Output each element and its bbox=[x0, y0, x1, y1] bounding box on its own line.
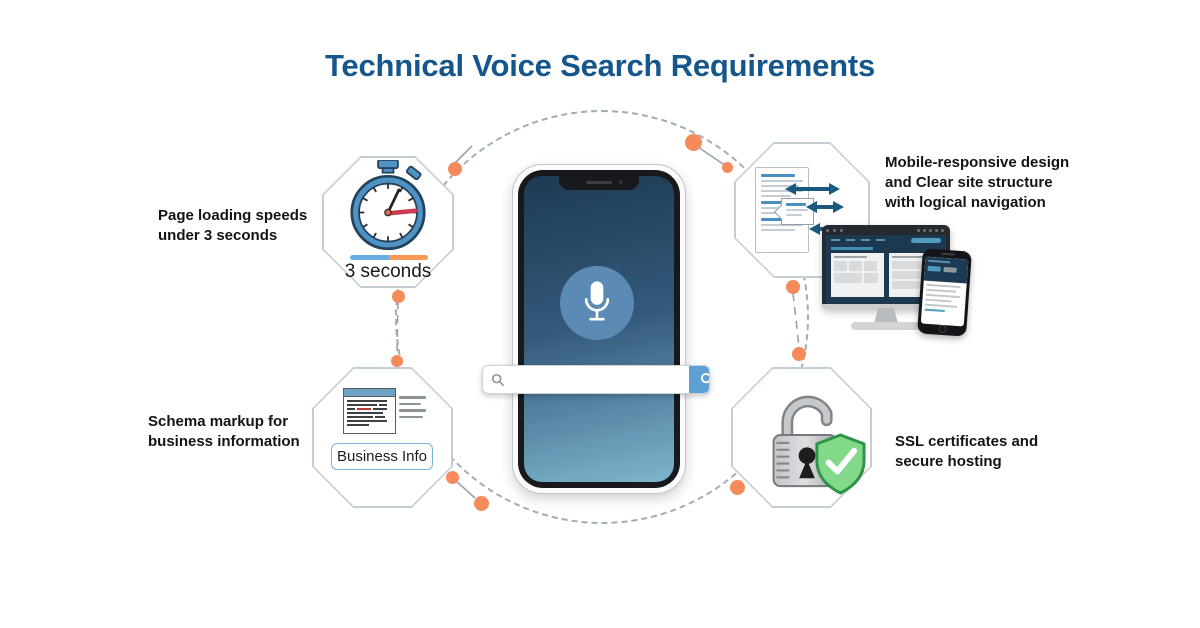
page-title: Technical Voice Search Requirements bbox=[324, 48, 876, 83]
phone-speaker bbox=[586, 181, 612, 184]
connector-dot bbox=[786, 280, 800, 294]
code-window-icon bbox=[343, 388, 396, 434]
search-button[interactable] bbox=[689, 366, 709, 393]
connector-dot bbox=[446, 471, 459, 484]
search-bar bbox=[482, 365, 710, 394]
voice-search-button[interactable] bbox=[560, 266, 634, 340]
dashed-circle bbox=[395, 110, 809, 524]
connector-dot bbox=[391, 355, 403, 367]
monitor-base bbox=[851, 322, 922, 330]
monitor-stand bbox=[874, 308, 898, 323]
label-site-structure: Mobile-responsive design and Clear site … bbox=[885, 154, 1070, 211]
business-info-button[interactable]: Business Info bbox=[331, 443, 433, 470]
label-schema-markup: Schema markup for business information bbox=[148, 413, 300, 450]
popup-card-icon bbox=[781, 198, 814, 225]
connector-dot bbox=[792, 347, 806, 361]
phone-camera bbox=[619, 180, 623, 184]
stopwatch-icon bbox=[350, 160, 426, 251]
schema-annotation-text bbox=[399, 396, 426, 422]
connector-dot bbox=[448, 162, 462, 176]
microphone-icon bbox=[584, 281, 610, 321]
connector-dot bbox=[474, 496, 489, 511]
site-structure-arrows-icon bbox=[785, 183, 844, 235]
label-ssl: SSL certificates and secure hosting bbox=[895, 433, 1039, 470]
connector-dot bbox=[722, 162, 733, 173]
search-input[interactable] bbox=[505, 366, 689, 393]
stopwatch-caption: 3 seconds bbox=[344, 261, 432, 282]
connector-dot bbox=[392, 290, 405, 303]
connector-dot bbox=[685, 134, 702, 151]
search-icon bbox=[491, 373, 505, 387]
mobile-phone-icon bbox=[917, 248, 972, 337]
search-icon bbox=[700, 372, 709, 384]
phone-notch bbox=[559, 175, 639, 190]
connector-dot bbox=[730, 480, 745, 495]
label-page-speed: Page loading speeds under 3 seconds bbox=[158, 207, 308, 244]
lock-shield-icon bbox=[772, 395, 866, 495]
speed-progress-bar bbox=[350, 255, 428, 260]
